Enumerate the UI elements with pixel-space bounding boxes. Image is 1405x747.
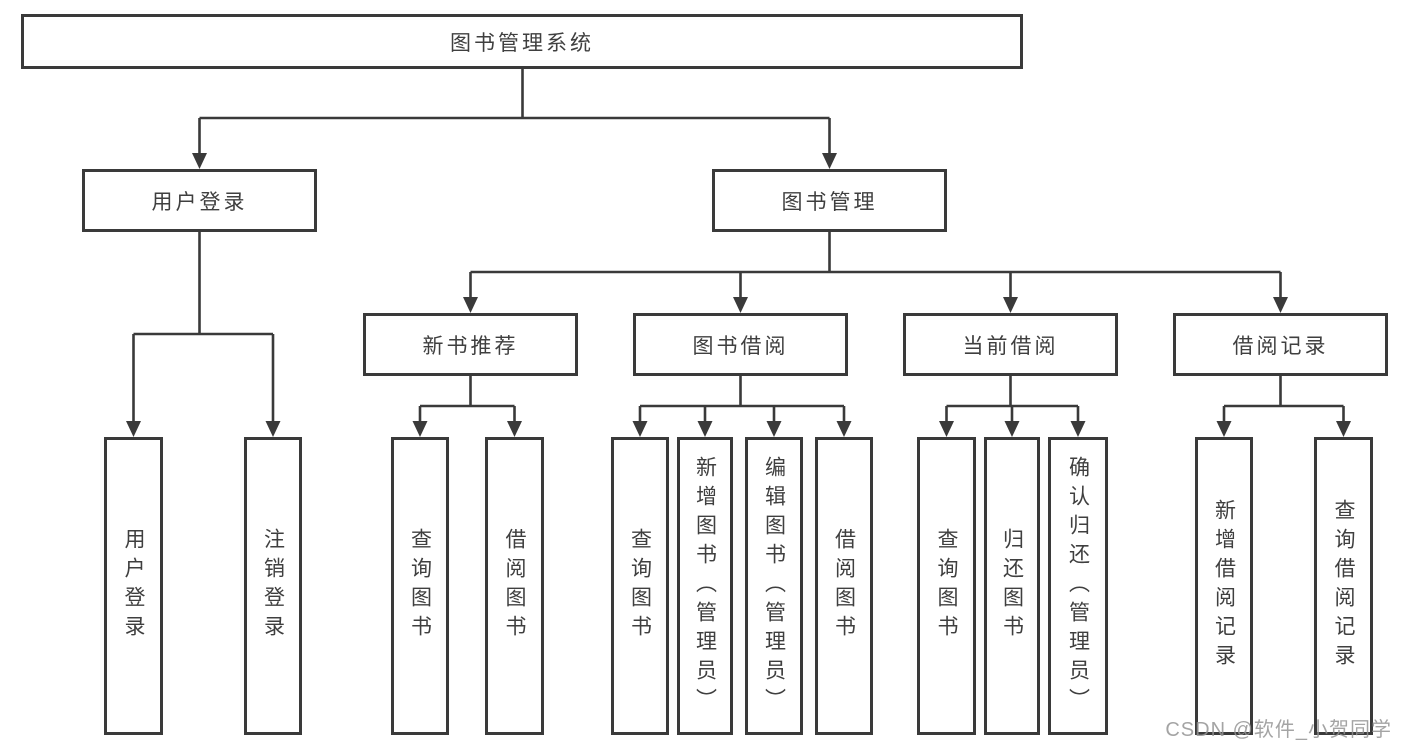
node-label: 新书推荐	[422, 334, 519, 358]
node-label: 归还图书	[1000, 528, 1024, 644]
leaf-user-login: 用户登录	[104, 437, 163, 735]
node-new-book-recommend: 新书推荐	[363, 313, 578, 376]
node-book-management: 图书管理	[712, 169, 947, 232]
node-label: 查询图书	[408, 528, 432, 644]
node-label: 新增借阅记录	[1212, 499, 1236, 673]
node-current-borrow: 当前借阅	[903, 313, 1118, 376]
node-label: 借阅记录	[1232, 334, 1329, 358]
node-label: 新增图书（管理员）	[693, 455, 717, 717]
node-label: 查询图书	[935, 528, 958, 644]
leaf-confirm-return-admin: 确认归还（管理员）	[1048, 437, 1108, 735]
node-library-system: 图书管理系统	[21, 14, 1023, 69]
node-borrow-records: 借阅记录	[1173, 313, 1388, 376]
node-user-login-group: 用户登录	[82, 169, 317, 232]
leaf-edit-book-admin: 编辑图书（管理员）	[745, 437, 803, 735]
node-book-borrow: 图书借阅	[633, 313, 848, 376]
node-label: 当前借阅	[962, 334, 1059, 358]
node-label: 借阅图书	[832, 528, 856, 644]
node-label: 图书管理系统	[450, 31, 594, 55]
watermark: CSDN @软件_小贺同学	[1165, 719, 1392, 741]
node-label: 注销登录	[261, 528, 285, 644]
leaf-add-borrow-record: 新增借阅记录	[1195, 437, 1253, 735]
leaf-borrow-books-recommend: 借阅图书	[485, 437, 544, 735]
leaf-add-book-admin: 新增图书（管理员）	[677, 437, 733, 735]
node-label: 查询借阅记录	[1332, 499, 1355, 673]
leaf-query-books-current: 查询图书	[917, 437, 976, 735]
node-label: 用户登录	[122, 528, 145, 644]
leaf-return-book: 归还图书	[984, 437, 1040, 735]
connector-stems	[132, 68, 1345, 422]
leaf-query-books-borrow: 查询图书	[611, 437, 669, 735]
node-label: 图书管理	[781, 190, 878, 214]
leaf-query-borrow-record: 查询借阅记录	[1314, 437, 1373, 735]
leaf-borrow-books: 借阅图书	[815, 437, 873, 735]
node-label: 查询图书	[628, 528, 652, 644]
node-label: 用户登录	[151, 190, 248, 214]
node-label: 图书借阅	[692, 334, 789, 358]
leaf-query-books-recommend: 查询图书	[391, 437, 449, 735]
node-label: 编辑图书（管理员）	[762, 455, 786, 717]
node-label: 借阅图书	[503, 528, 526, 644]
leaf-logout: 注销登录	[244, 437, 302, 735]
node-label: 确认归还（管理员）	[1066, 455, 1090, 717]
